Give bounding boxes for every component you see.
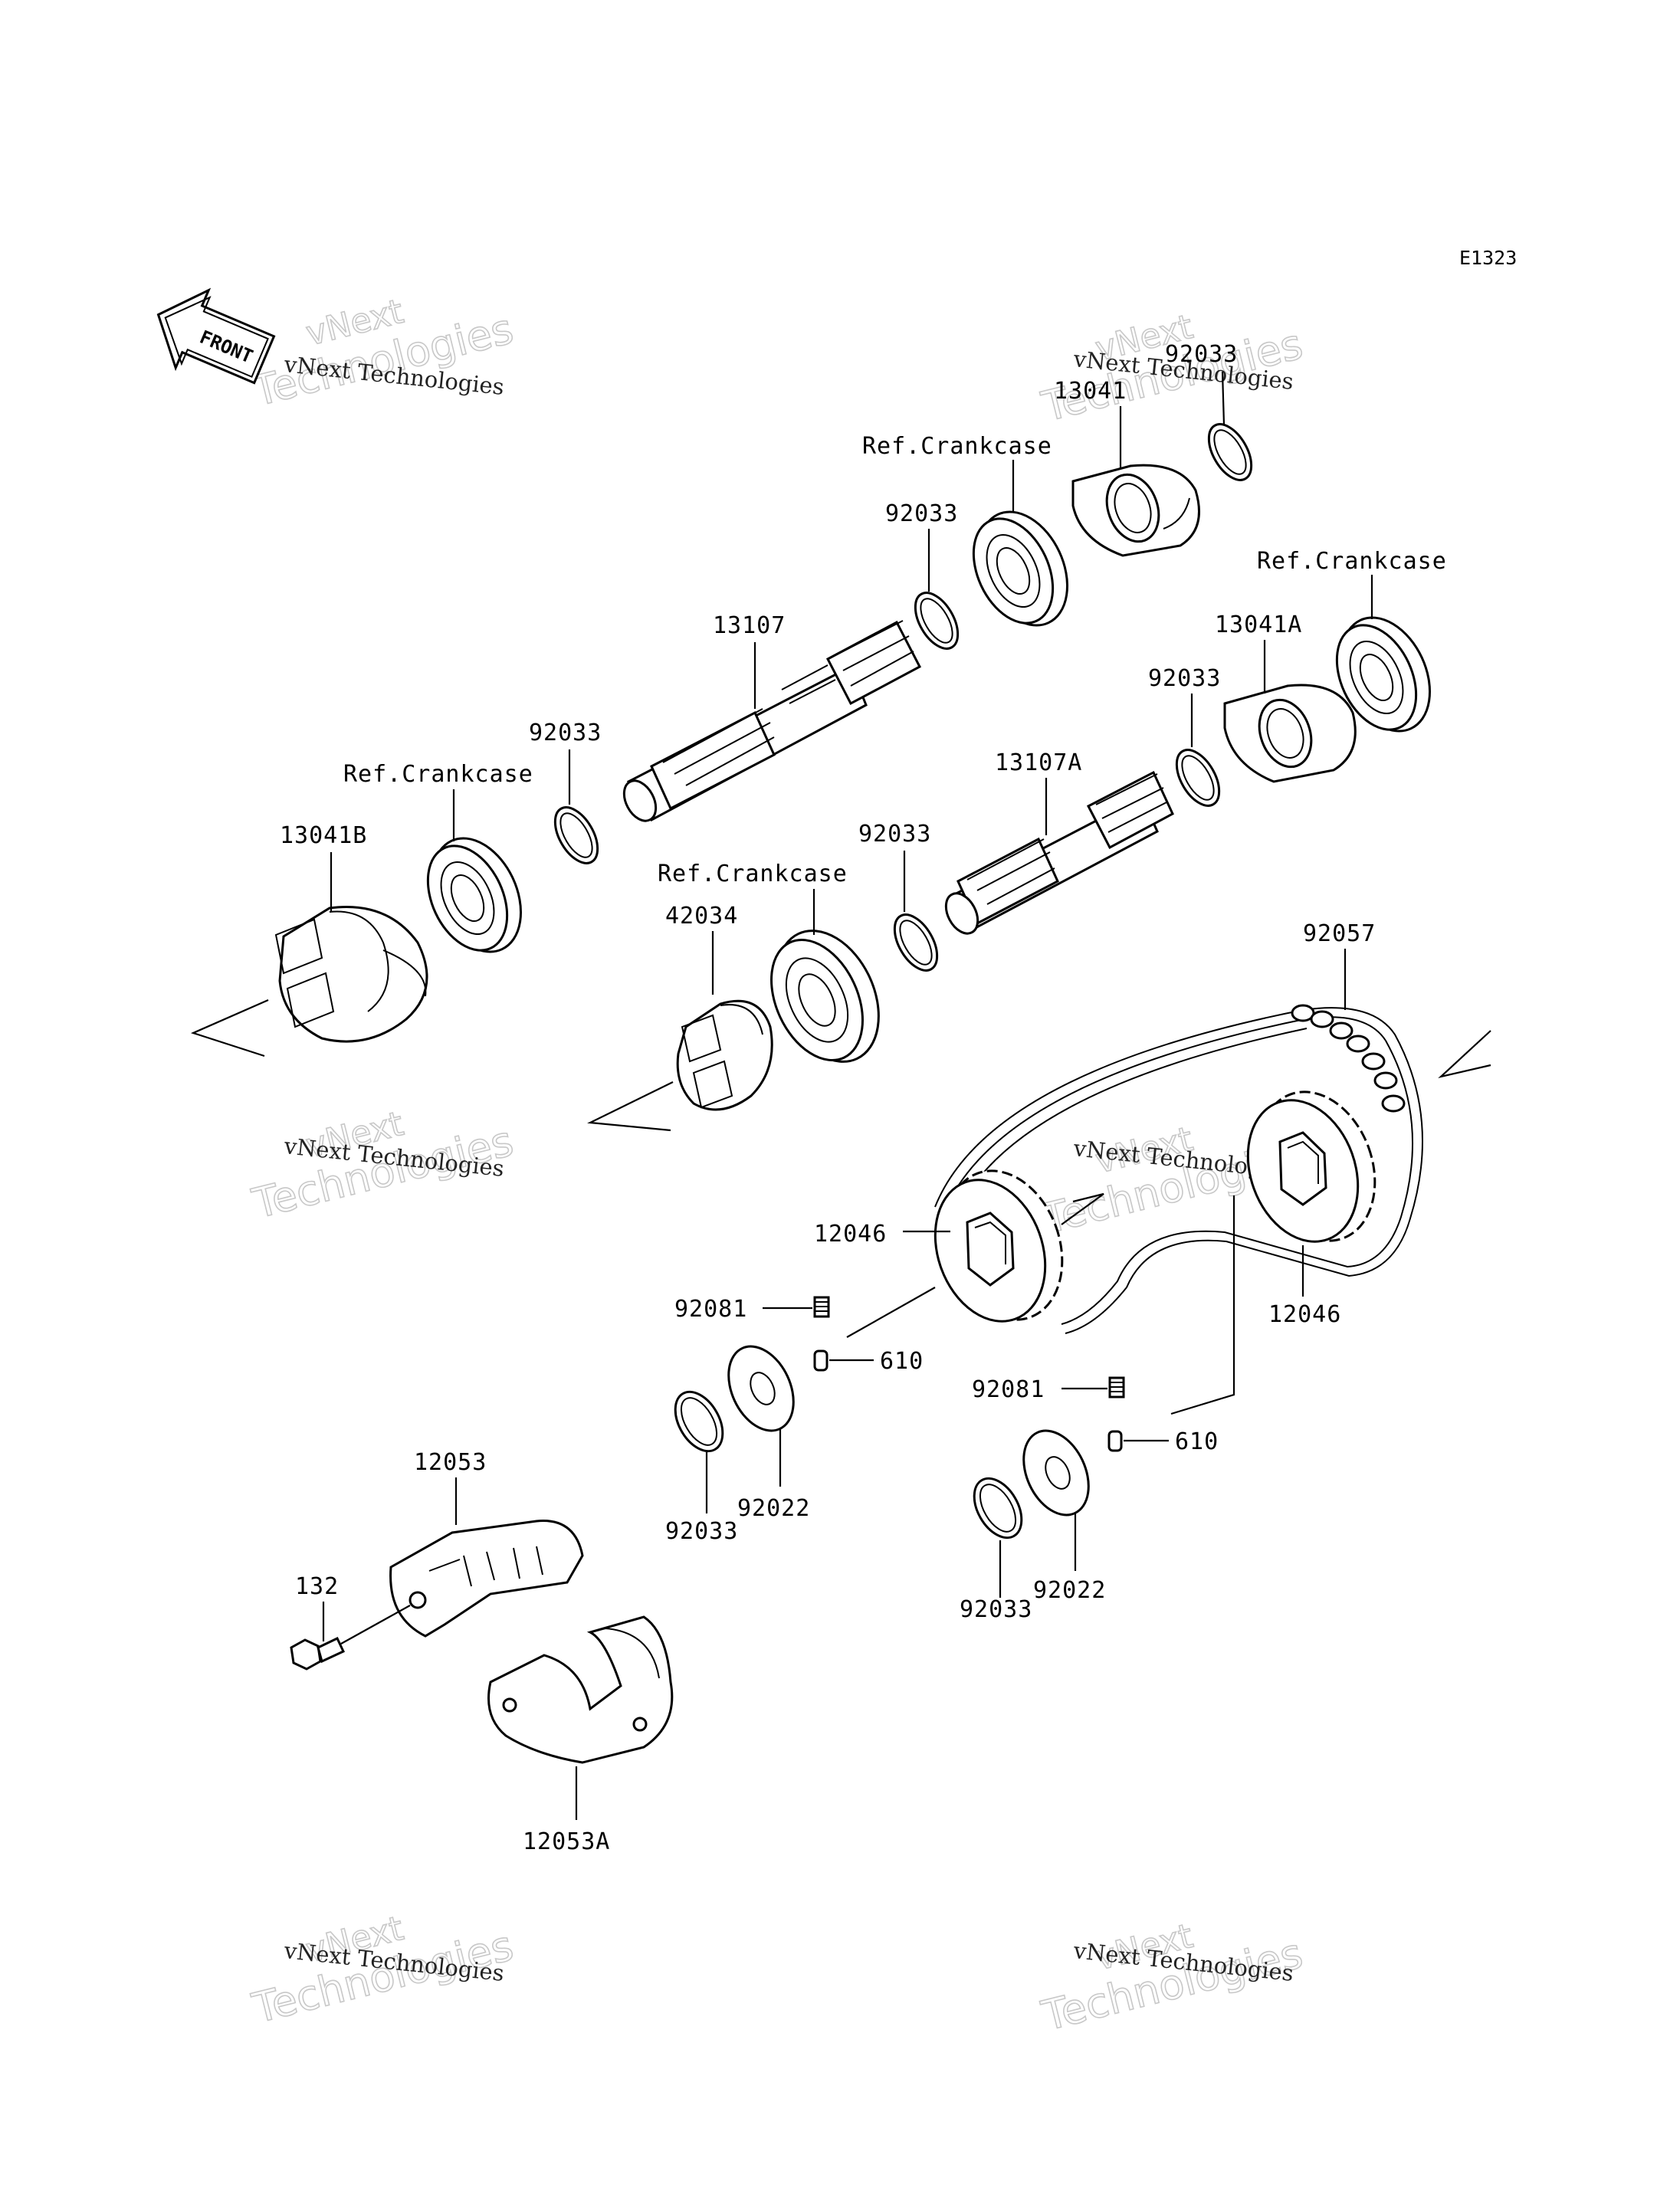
part-92081-spring-left	[813, 1296, 830, 1318]
part-92057-chain	[934, 1004, 1423, 1334]
label-92022-right: 92022	[1033, 1577, 1106, 1604]
front-arrow-icon: FRONT	[156, 287, 276, 385]
label-13107: 13107	[713, 612, 786, 639]
label-92033-d: 92033	[858, 821, 931, 848]
part-610-pin-right	[1107, 1430, 1123, 1452]
part-42034-cam	[676, 999, 773, 1111]
bearing-ref-crankcase-1	[972, 510, 1069, 627]
part-12046-sprocket-right	[1246, 1090, 1376, 1243]
label-ref-crankcase-3: Ref.Crankcase	[343, 761, 533, 788]
part-12053A-chain-guide	[487, 1615, 674, 1764]
diagram-code: E1323	[1459, 247, 1517, 269]
label-42034: 42034	[665, 903, 738, 930]
label-12046-right: 12046	[1268, 1301, 1341, 1328]
label-92033-a: 92033	[885, 500, 958, 527]
label-12053A: 12053A	[523, 1828, 610, 1855]
label-ref-crankcase-1: Ref.Crankcase	[862, 433, 1052, 460]
label-13041: 13041	[1054, 378, 1127, 405]
bearing-ref-crankcase-2	[1335, 616, 1432, 733]
label-92081-left: 92081	[674, 1296, 747, 1323]
circlip-92033-top	[1207, 423, 1253, 481]
part-132-bolt	[290, 1605, 411, 1671]
part-92022-washer-left	[727, 1345, 795, 1432]
label-ref-crankcase-4: Ref.Crankcase	[658, 861, 848, 887]
circlip-92033-d	[893, 913, 939, 972]
label-132: 132	[295, 1573, 339, 1600]
label-610-left: 610	[880, 1348, 924, 1375]
label-92057: 92057	[1303, 920, 1376, 947]
part-13041B-shift-cam	[274, 905, 428, 1043]
part-92081-spring-right	[1108, 1376, 1125, 1399]
part-12046-sprocket-left	[934, 1169, 1064, 1323]
circlip-92033-a	[914, 592, 960, 650]
label-92081-right: 92081	[972, 1376, 1045, 1403]
circlip-92033-e	[674, 1390, 724, 1453]
label-92033-b: 92033	[1148, 665, 1221, 692]
part-13041-shift-cam	[1071, 464, 1200, 557]
label-92022-left: 92022	[737, 1495, 810, 1522]
label-12053: 12053	[414, 1449, 487, 1476]
label-ref-crankcase-2: Ref.Crankcase	[1257, 548, 1447, 575]
part-13041A-shift-cam	[1223, 684, 1357, 783]
label-13041B: 13041B	[280, 822, 367, 849]
label-92033-e: 92033	[665, 1518, 738, 1545]
bearing-ref-crankcase-3	[426, 837, 523, 953]
circlip-92033-c	[553, 806, 599, 864]
bearing-ref-crankcase-4	[770, 930, 880, 1063]
label-92033-f: 92033	[960, 1596, 1032, 1623]
label-610-right: 610	[1175, 1428, 1219, 1455]
part-12053-chain-guide	[389, 1520, 584, 1638]
label-92033-c: 92033	[529, 720, 602, 746]
part-610-pin-left	[813, 1349, 829, 1372]
label-13041A: 13041A	[1215, 612, 1302, 638]
part-13107-shaft	[622, 620, 922, 822]
label-13107A: 13107A	[995, 749, 1082, 776]
circlip-92033-b	[1175, 749, 1221, 807]
part-13107A-shaft	[944, 770, 1174, 935]
circlip-92033-f	[973, 1477, 1023, 1540]
label-12046-left: 12046	[814, 1221, 887, 1248]
part-92022-washer-right	[1022, 1429, 1090, 1517]
label-92033-top: 92033	[1165, 341, 1238, 368]
